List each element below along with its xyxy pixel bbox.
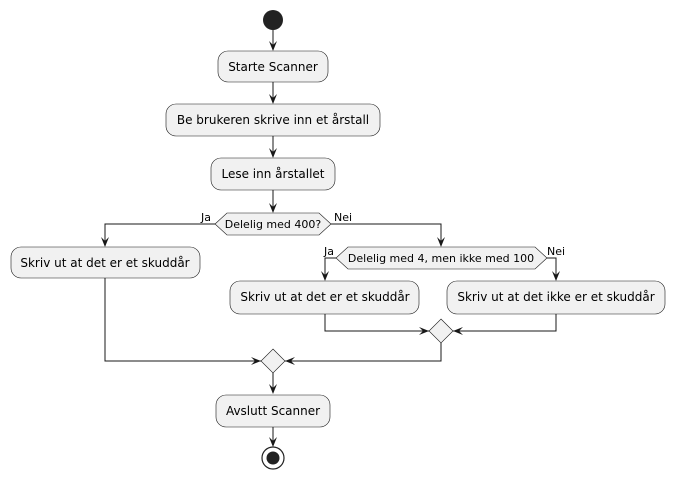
activity-leap-year-2-label: Skriv ut at det er et skuddår (240, 290, 409, 304)
activity-leap-year-2: Skriv ut at det er et skuddår (229, 280, 420, 315)
activity-close-scanner: Avslutt Scanner (215, 394, 331, 428)
branch-label-div-400-yes: Ja (200, 211, 211, 224)
merge-diamond-inner (428, 318, 454, 344)
end-node (261, 446, 285, 470)
activity-not-leap-year-label: Skriv ut at det ikke er et skuddår (457, 290, 654, 304)
start-node (263, 10, 283, 30)
activity-read-year: Lese inn årstallet (210, 157, 336, 191)
decision-div-4-not-100: Delelig med 4, men ikke med 100 (335, 246, 548, 270)
decision-div-4-not-100-label: Delelig med 4, men ikke med 100 (348, 252, 534, 265)
decision-div-400: Delelig med 400? (214, 212, 332, 236)
activity-leap-year-1: Skriv ut at det er et skuddår (10, 246, 201, 279)
activity-start-scanner: Starte Scanner (217, 50, 329, 83)
activity-ask-year-label: Be brukeren skrive inn et årstall (177, 113, 369, 127)
merge-diamond-outer (260, 348, 286, 374)
activity-close-scanner-label: Avslutt Scanner (226, 404, 320, 418)
activity-start-scanner-label: Starte Scanner (228, 60, 318, 74)
branch-label-div-4-yes: Ja (323, 245, 334, 258)
branch-label-div-4-no: Nei (547, 245, 565, 258)
decision-div-400-label: Delelig med 400? (225, 218, 322, 231)
activity-read-year-label: Lese inn årstallet (221, 167, 324, 181)
activity-not-leap-year: Skriv ut at det ikke er et skuddår (446, 280, 666, 315)
edges (101, 30, 560, 447)
branch-label-div-400-no: Nei (334, 211, 352, 224)
activity-ask-year: Be brukeren skrive inn et årstall (165, 103, 381, 137)
activity-leap-year-1-label: Skriv ut at det er et skuddår (20, 256, 189, 270)
